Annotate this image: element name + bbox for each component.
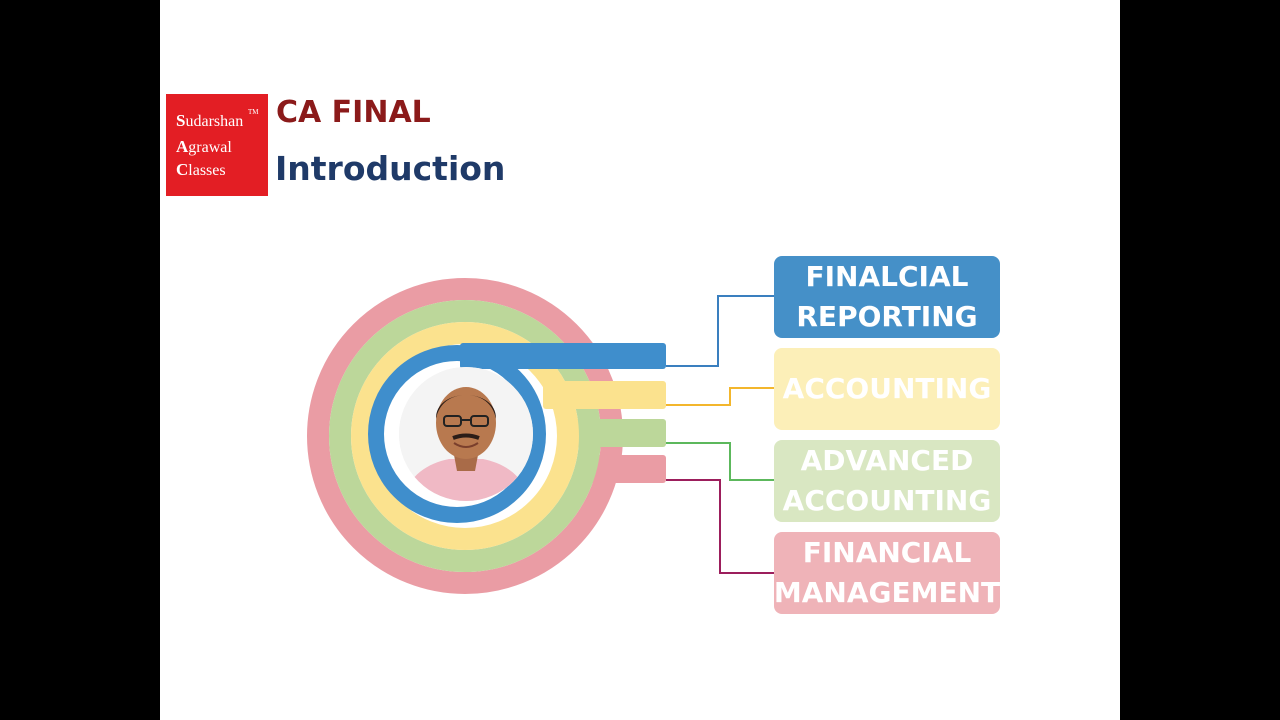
ring-diagram: [307, 278, 774, 594]
page-subtitle: Introduction: [275, 149, 506, 188]
connector-yellow: [666, 387, 774, 406]
subject-financial-reporting: FINALCIAL REPORTING: [774, 256, 1000, 338]
subject-label-advanced-accounting: ADVANCED ACCOUNTING: [782, 444, 992, 517]
ring-blue: [368, 345, 546, 523]
subject-financial-management: FINANCIAL MANAGEMENT: [774, 532, 1000, 614]
presenter-illustration: [399, 367, 533, 501]
subject-label-financial-management: FINANCIAL MANAGEMENT: [773, 536, 1001, 609]
subject-label-accounting: ACCOUNTING: [782, 372, 992, 405]
subject-accounting: ACCOUNTING: [774, 348, 1000, 430]
connector-pink: [666, 479, 774, 574]
logo: Sudarshan Agrawal Classes TM: [166, 94, 268, 196]
logo-line-2: Agrawal: [176, 137, 232, 157]
subject-label-financial-reporting: FINALCIAL REPORTING: [796, 260, 978, 333]
logo-line-3: Classes: [176, 160, 226, 180]
ring-yellow: [351, 322, 579, 550]
connector-green: [666, 442, 774, 481]
connector-blue: [666, 295, 774, 367]
page-title: CA FINAL: [276, 95, 431, 130]
logo-trademark: TM: [248, 108, 259, 116]
subject-advanced-accounting: ADVANCED ACCOUNTING: [774, 440, 1000, 522]
tab-yellow: [543, 381, 666, 409]
tab-pink: [580, 455, 666, 483]
tab-blue: [460, 343, 666, 369]
logo-line-1: Sudarshan: [176, 111, 244, 131]
tab-green: [575, 419, 666, 447]
presenter-photo: [399, 367, 533, 501]
slide: Sudarshan Agrawal Classes TM CA FINAL In…: [160, 0, 1120, 720]
